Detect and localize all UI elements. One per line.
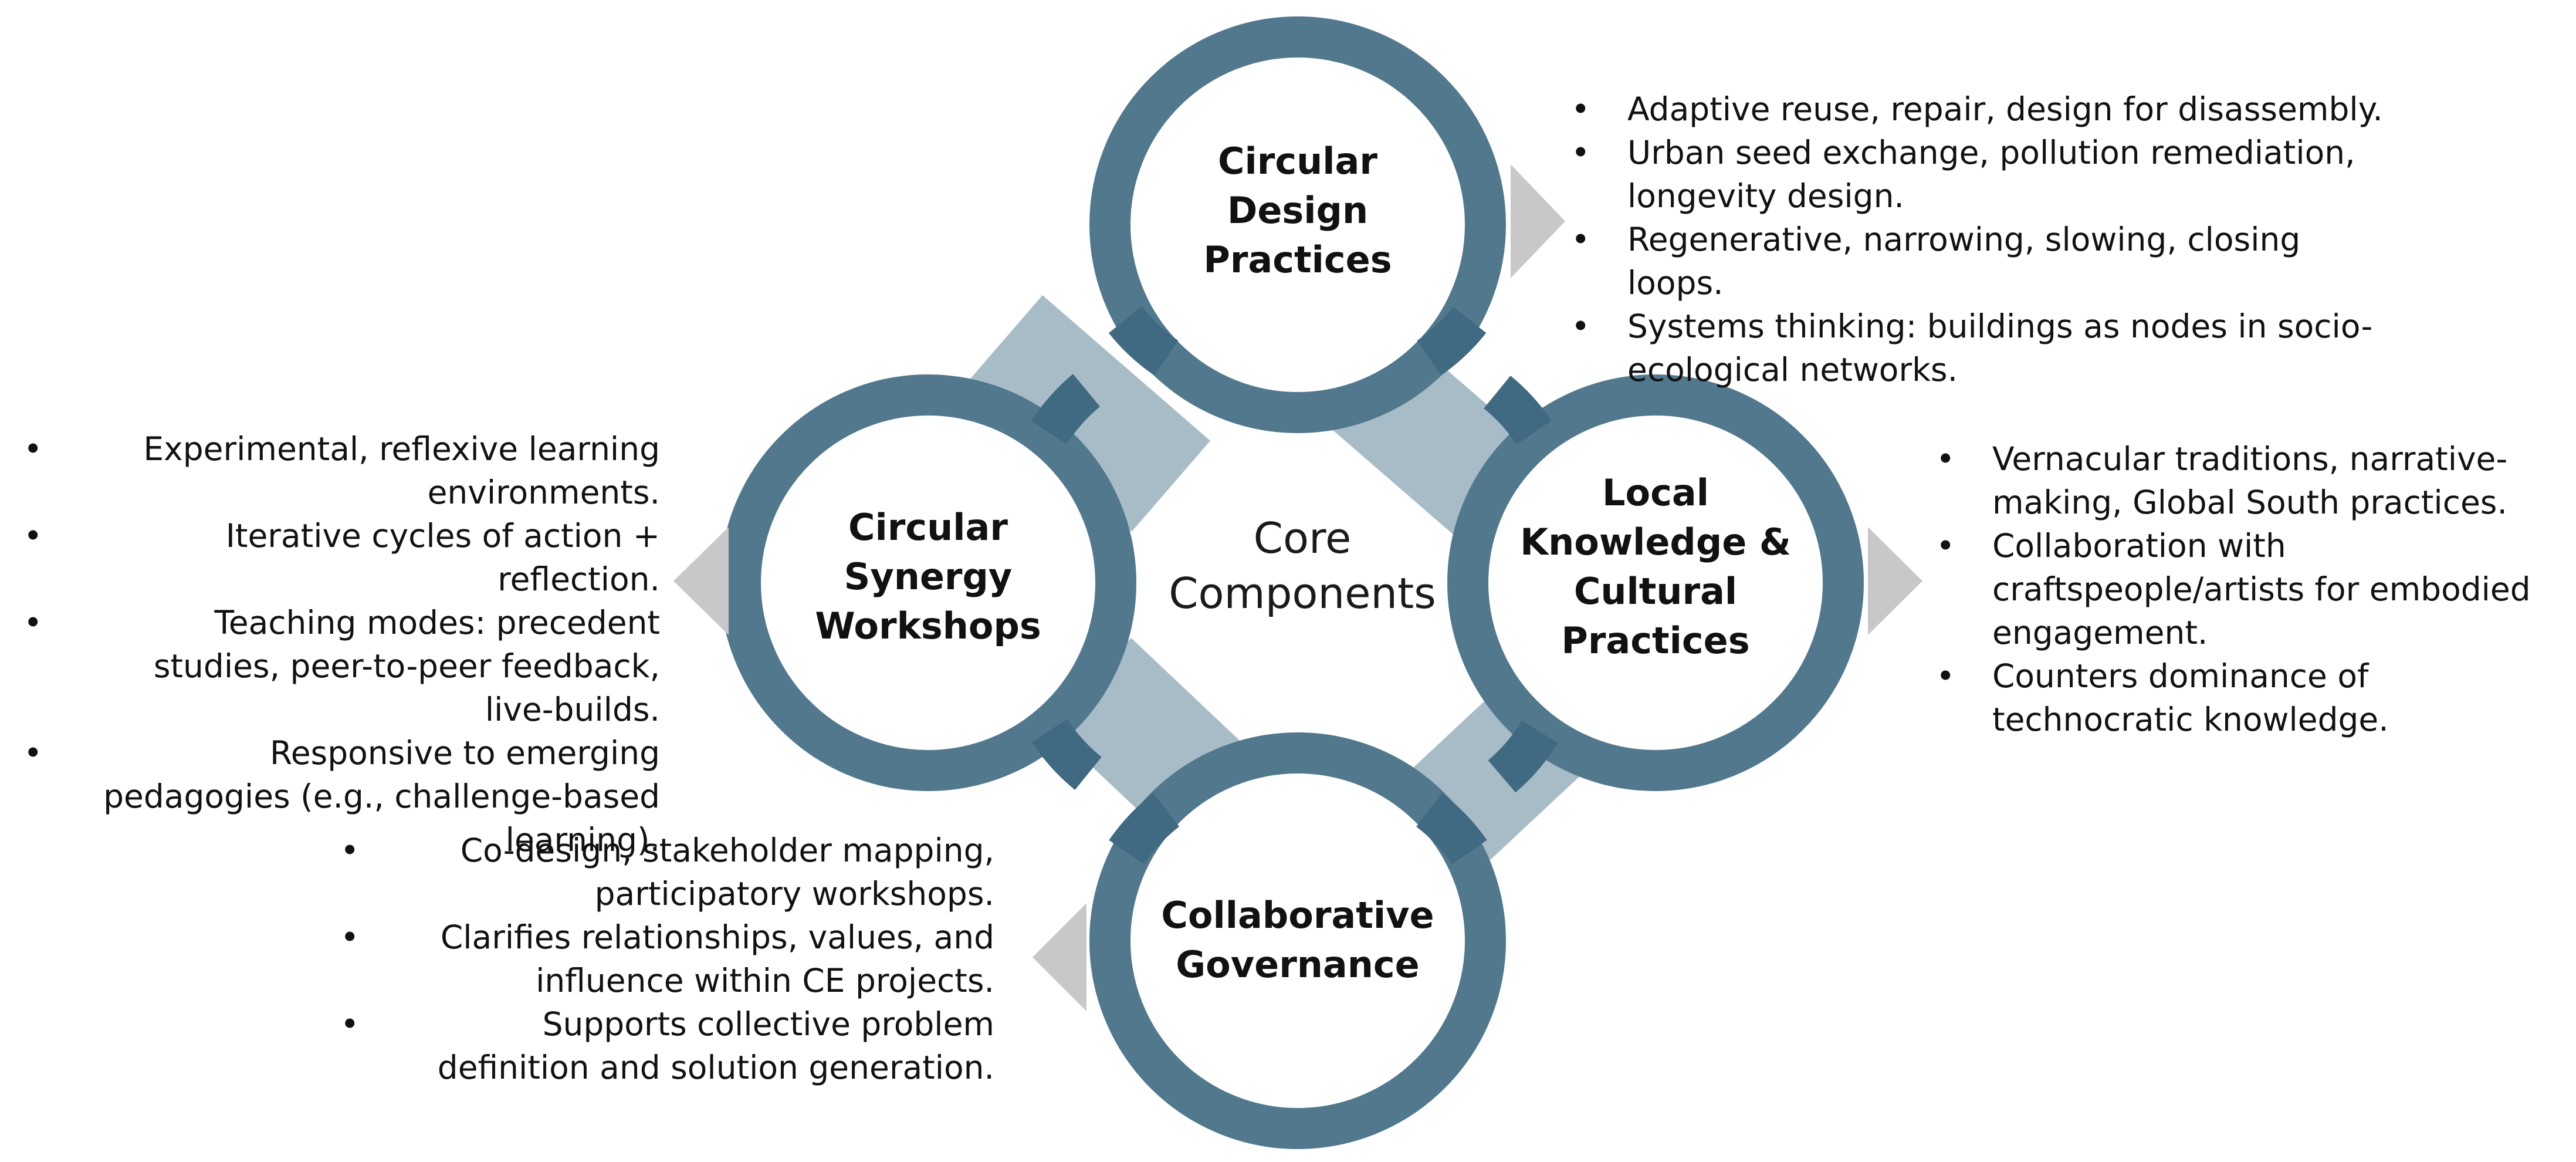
bullet-item: Iterative cycles of action + reflection. — [23, 514, 660, 601]
title-line: Synergy — [844, 555, 1013, 598]
overlap-top-right-a — [1416, 306, 1487, 376]
bullets-collaborative-governance: Co-design, stakeholder mapping, particip… — [340, 829, 994, 1089]
connector-overlaps — [1031, 306, 1558, 865]
arrows — [673, 164, 1922, 1011]
bullet-item: Regenerative, narrowing, slowing, closin… — [1566, 218, 2399, 305]
arrow-top-right — [1511, 164, 1565, 278]
node-title-local-knowledge-cultural-practices: Local Knowledge & Cultural Practices — [1491, 468, 1820, 666]
title-line: Knowledge & — [1520, 521, 1791, 563]
rings — [720, 16, 1864, 1149]
ring-left — [720, 374, 1136, 791]
title-line: Practices — [1561, 619, 1750, 662]
title-line: Circular — [1218, 140, 1377, 183]
title-line: Workshops — [815, 604, 1041, 647]
bullet-item: Experimental, reflexive learning environ… — [23, 427, 660, 514]
overlap-top-left-a — [1108, 306, 1179, 376]
title-line: Local — [1602, 471, 1709, 514]
core-line-2: Components — [1169, 569, 1436, 618]
bullet-item: Supports collective problem definition a… — [340, 1002, 994, 1089]
arrow-left — [673, 527, 729, 635]
overlap-top-right-b — [1483, 376, 1552, 445]
bullet-item: Systems thinking: buildings as nodes in … — [1566, 305, 2399, 391]
arrow-right — [1868, 527, 1922, 635]
title-line: Practices — [1203, 238, 1392, 281]
overlap-bottom-left-a — [1031, 718, 1102, 790]
core-components-label: Core Components — [1150, 511, 1455, 621]
node-title-circular-synergy-workshops: Circular Synergy Workshops — [764, 503, 1092, 651]
overlap-bottom-right-a — [1416, 793, 1487, 865]
core-line-1: Core — [1253, 514, 1352, 563]
bullets-circular-design-practices: Adaptive reuse, repair, design for disas… — [1566, 87, 2399, 391]
node-title-circular-design-practices: Circular Design Practices — [1133, 137, 1462, 285]
bullets-local-knowledge-cultural-practices: Vernacular traditions, narrative-making,… — [1931, 437, 2571, 741]
title-line: Cultural — [1573, 570, 1738, 613]
bullet-item: Counters dominance of technocratic knowl… — [1931, 654, 2571, 741]
bullets-circular-synergy-workshops: Experimental, reflexive learning environ… — [23, 427, 660, 862]
node-title-collaborative-governance: Collaborative Governance — [1133, 891, 1462, 989]
overlap-bottom-left-b — [1109, 793, 1180, 864]
ring-right — [1447, 374, 1864, 791]
title-line: Design — [1227, 189, 1369, 232]
overlap-top-left-b — [1031, 374, 1101, 445]
title-line: Collaborative — [1161, 894, 1434, 937]
title-line: Circular — [848, 506, 1008, 549]
title-line: Governance — [1176, 943, 1420, 986]
bullet-item: Vernacular traditions, narrative-making,… — [1931, 437, 2571, 524]
bullet-item: Urban seed exchange, pollution remediati… — [1566, 131, 2399, 218]
bullet-item: Co-design, stakeholder mapping, particip… — [340, 829, 994, 916]
ring-top — [1089, 16, 1506, 433]
ring-bottom — [1089, 732, 1506, 1149]
bullet-item: Adaptive reuse, repair, design for disas… — [1566, 87, 2399, 131]
overlap-bottom-right-b — [1488, 720, 1558, 793]
bullet-item: Collaboration with craftspeople/artists … — [1931, 524, 2571, 654]
bullet-item: Teaching modes: precedent studies, peer-… — [23, 601, 660, 731]
arrow-bottom-left — [1033, 903, 1086, 1011]
bullet-item: Clarifies relationships, values, and inf… — [340, 916, 994, 1002]
